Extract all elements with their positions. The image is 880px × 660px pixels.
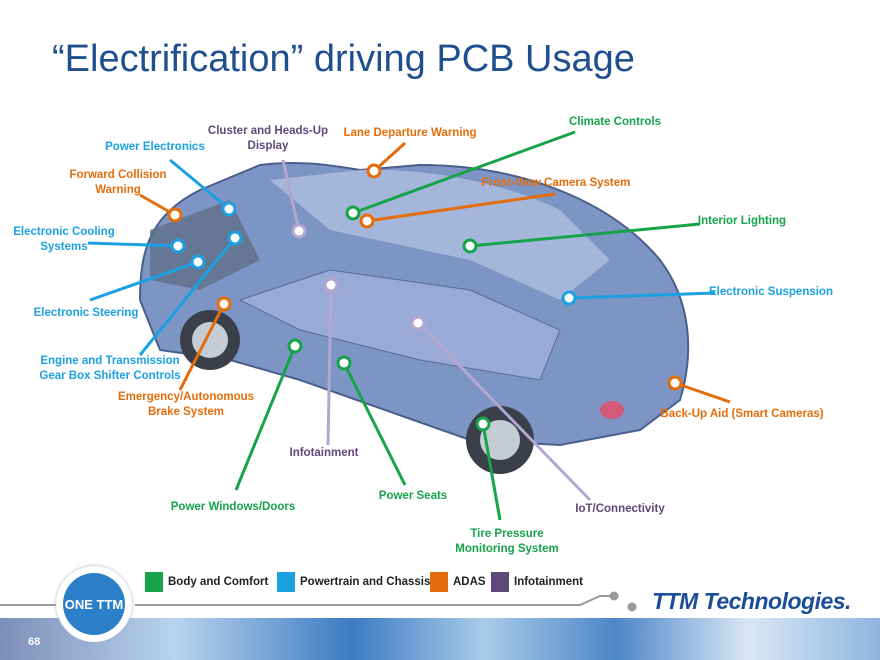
label-power-seats: Power Seats bbox=[378, 490, 448, 502]
label-line: Tire Pressure bbox=[470, 528, 544, 540]
label-line: Cluster and Heads-Up bbox=[207, 125, 329, 137]
label-backup-aid: Back-Up Aid (Smart Cameras) bbox=[660, 408, 824, 420]
label-infotainment: Infotainment bbox=[289, 447, 359, 459]
label-line: Monitoring System bbox=[455, 543, 559, 555]
footer-image-band bbox=[0, 618, 880, 660]
legend-label: Powertrain and Chassis bbox=[300, 576, 431, 588]
label-line: Brake System bbox=[147, 406, 225, 418]
logo-text: ONE TTM bbox=[63, 573, 125, 635]
legend-adas: ADAS bbox=[430, 572, 486, 592]
legend-swatch bbox=[145, 572, 163, 592]
label-line: Engine and Transmission bbox=[40, 355, 180, 367]
ttm-brand-logo: TTM Technologies. bbox=[652, 588, 851, 614]
legend-label: Infotainment bbox=[514, 576, 583, 588]
label-line: Emergency/Autonomous bbox=[117, 391, 255, 403]
label-line: Systems bbox=[40, 241, 88, 253]
label-lane-departure: Lane Departure Warning bbox=[343, 127, 477, 139]
legend-swatch bbox=[491, 572, 509, 592]
legend-swatch bbox=[430, 572, 448, 592]
label-electronic-steering: Electronic Steering bbox=[33, 307, 139, 319]
footer-lines bbox=[0, 591, 637, 612]
label-power-windows: Power Windows/Doors bbox=[170, 501, 296, 513]
label-power-electronics: Power Electronics bbox=[105, 141, 205, 153]
label-line: Display bbox=[247, 140, 289, 152]
label-iot: IoT/Connectivity bbox=[575, 503, 665, 515]
page-number: 68 bbox=[28, 636, 41, 648]
car-illustration bbox=[138, 161, 690, 474]
slide-title: “Electrification” driving PCB Usage bbox=[52, 38, 635, 80]
label-front-camera: Front-View Camera System bbox=[481, 177, 631, 189]
label-line: Forward Collision bbox=[69, 169, 167, 181]
legend-swatch bbox=[277, 572, 295, 592]
label-climate-controls: Climate Controls bbox=[568, 116, 662, 128]
label-line: Gear Box Shifter Controls bbox=[39, 370, 181, 382]
callout-dots bbox=[167, 163, 683, 432]
label-line: Electronic Cooling bbox=[13, 226, 115, 238]
legend-infotainment: Infotainment bbox=[491, 572, 583, 592]
legend-label: ADAS bbox=[453, 576, 486, 588]
label-interior-lighting: Interior Lighting bbox=[697, 215, 787, 227]
legend-body-comfort: Body and Comfort bbox=[145, 572, 268, 592]
label-line: Warning bbox=[95, 184, 141, 196]
label-electronic-suspension: Electronic Suspension bbox=[709, 286, 833, 298]
one-ttm-logo: ONE TTM bbox=[56, 566, 132, 642]
legend-label: Body and Comfort bbox=[168, 576, 269, 588]
legend-powertrain: Powertrain and Chassis bbox=[277, 572, 430, 592]
